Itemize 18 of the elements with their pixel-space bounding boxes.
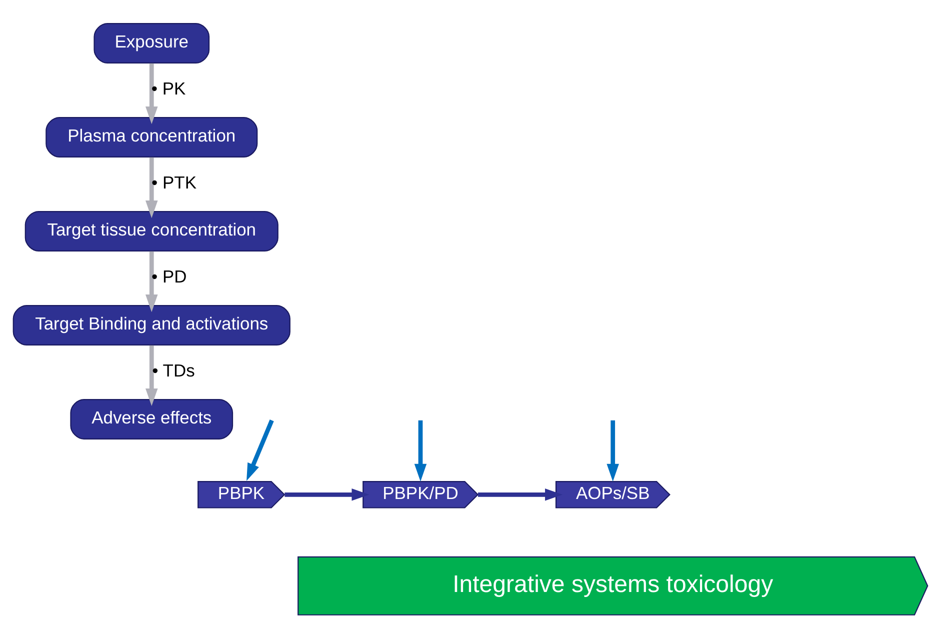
arrow xyxy=(414,420,426,481)
node-box: Plasma concentration xyxy=(45,116,258,157)
edge-label: • PK xyxy=(150,78,186,98)
arrow xyxy=(606,420,618,481)
node-box: Target tissue concentration xyxy=(24,210,278,251)
arrow xyxy=(145,344,158,406)
node-box: Adverse effects xyxy=(70,398,233,439)
edge-label: • PD xyxy=(150,266,186,286)
arrow xyxy=(144,62,158,124)
node-box: Target Binding and activations xyxy=(12,304,290,345)
arrow xyxy=(246,419,274,480)
arrow xyxy=(145,156,158,218)
node-box: Exposure xyxy=(93,22,210,63)
arrow xyxy=(284,488,369,500)
arrow xyxy=(145,250,158,312)
arrow xyxy=(477,488,562,500)
edge-label: • PTK xyxy=(151,172,196,192)
edge-label: • TDs xyxy=(152,360,194,380)
